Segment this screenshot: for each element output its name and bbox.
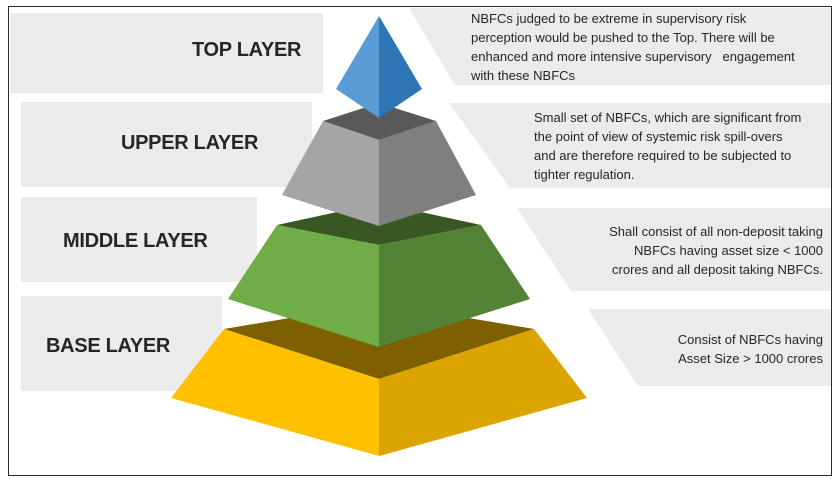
base-layer-description-panel (588, 309, 831, 386)
top-layer-label: TOP LAYER (192, 39, 302, 61)
description-line: perception would be pushed to the Top. T… (471, 30, 775, 45)
middle-layer-left-face (228, 225, 379, 347)
description-line: tighter regulation. (534, 167, 635, 182)
middle-layer-right-face (379, 225, 530, 347)
description-line: enhanced and more intensive supervisory … (471, 49, 795, 64)
description-line: Asset Size > 1000 crores (678, 351, 823, 366)
middle-layer-label-panel (21, 197, 257, 282)
middle-layer-description: Shall consist of all non-deposit taking … (609, 222, 823, 279)
upper-layer-top-face (323, 103, 436, 140)
upper-layer-description-panel (449, 103, 831, 188)
base-layer-label-panel (21, 296, 222, 391)
base-layer-description: Consist of NBFCs having Asset Size > 100… (678, 330, 823, 368)
description-line: crores and all deposit taking NBFCs. (612, 262, 823, 277)
upper-layer-label: UPPER LAYER (121, 132, 259, 154)
description-line: Consist of NBFCs having (677, 332, 823, 347)
base-layer-right-face (379, 329, 587, 456)
base-layer-left-face (171, 329, 379, 456)
middle-layer-description-panel (517, 208, 831, 291)
top-layer-description: NBFCs judged to be extreme in supervisor… (471, 9, 795, 85)
description-line: Small set of NBFCs, which are significan… (534, 110, 802, 125)
upper-layer-left-face (282, 121, 379, 226)
description-line: NBFCs having asset size < 1000 (634, 243, 823, 258)
upper-layer-right-face (379, 121, 476, 226)
diagram-frame: TOP LAYER UPPER LAYER MIDDLE LAYER BASE … (8, 6, 832, 476)
description-line: the point of view of systemic risk spill… (534, 129, 783, 144)
base-layer-label: BASE LAYER (46, 335, 171, 357)
upper-layer-description: Small set of NBFCs, which are significan… (534, 108, 801, 184)
top-layer-description-panel (409, 8, 831, 85)
description-line: Shall consist of all non-deposit taking (609, 224, 823, 239)
diagram-shapes (10, 8, 831, 456)
description-line: and are therefore required to be subject… (534, 148, 792, 163)
description-line: NBFCs judged to be extreme in supervisor… (471, 11, 747, 26)
middle-layer-label: MIDDLE LAYER (63, 230, 208, 252)
description-line: with these NBFCs (471, 68, 576, 83)
top-layer-left-face (336, 16, 379, 118)
top-layer-label-panel (10, 13, 323, 93)
upper-layer-label-panel (21, 102, 312, 187)
top-layer-right-face (379, 16, 422, 118)
